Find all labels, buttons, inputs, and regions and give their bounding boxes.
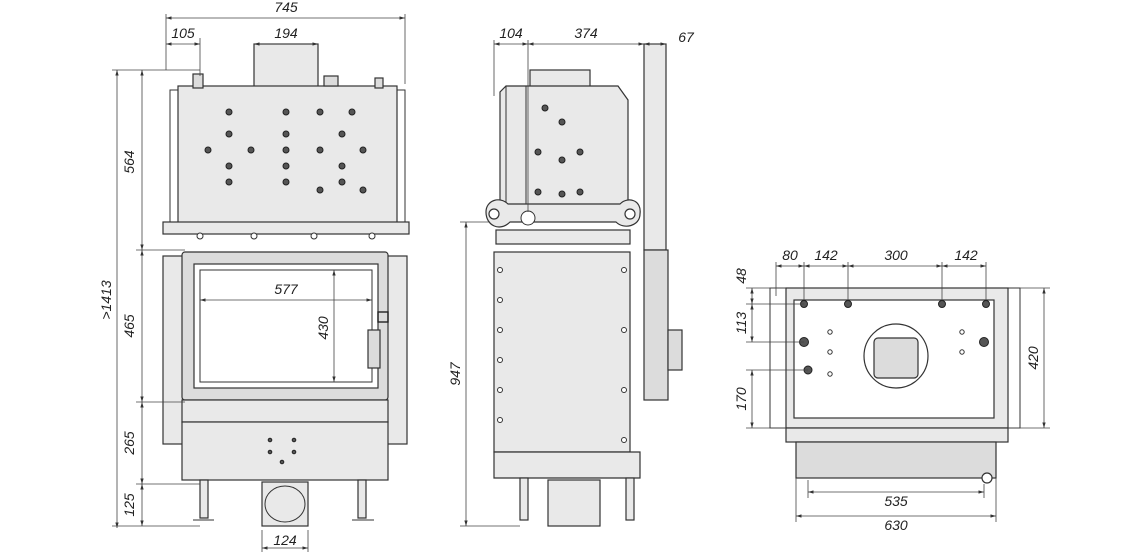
dim-x1: 80 bbox=[782, 247, 798, 263]
base-box bbox=[181, 421, 389, 481]
dim-x2: 142 bbox=[814, 247, 838, 263]
dim-legs: 125 bbox=[121, 493, 137, 517]
dim-height-to-top: 947 bbox=[447, 361, 463, 386]
air-inlet bbox=[261, 481, 309, 527]
dim-glass-width: 577 bbox=[274, 281, 299, 297]
side-leg-front bbox=[519, 477, 529, 521]
dim-depth-main: 374 bbox=[574, 25, 598, 41]
side-flange bbox=[495, 229, 631, 245]
exchanger-flange bbox=[162, 221, 410, 235]
dim-air-inlet: 124 bbox=[273, 532, 297, 548]
dim-x3: 300 bbox=[884, 247, 908, 263]
top-dimensions: 80 142 300 142 48 113 170 420 bbox=[733, 247, 1050, 533]
side-door-edge bbox=[643, 249, 669, 401]
dim-base-section: 265 bbox=[121, 431, 137, 456]
dim-left-offset: 105 bbox=[171, 25, 195, 41]
dim-y1: 48 bbox=[733, 268, 749, 284]
side-holes bbox=[534, 104, 584, 198]
dim-depth: 420 bbox=[1025, 346, 1041, 370]
side-view: 104 374 67 947 bbox=[447, 25, 695, 527]
top-view: 80 142 300 142 48 113 170 420 bbox=[733, 247, 1050, 533]
front-view: 745 105 194 >1413 564 465 265 125 bbox=[98, 0, 410, 552]
dim-depth-rear: 67 bbox=[678, 29, 695, 45]
side-exchanger bbox=[499, 85, 629, 207]
front-leg-right bbox=[357, 479, 367, 519]
base-holes bbox=[267, 437, 297, 465]
side-dimensions: 104 374 67 947 bbox=[447, 25, 695, 527]
dim-total-width: 745 bbox=[274, 0, 298, 15]
right-side-plate bbox=[386, 255, 408, 445]
top-knob bbox=[981, 472, 993, 484]
dim-glass-height: 430 bbox=[315, 316, 331, 340]
side-flue bbox=[529, 69, 591, 89]
side-body bbox=[493, 251, 631, 453]
side-pipe-connector bbox=[520, 210, 536, 226]
top-front-edge bbox=[785, 427, 1009, 443]
side-leg-rear bbox=[625, 477, 635, 521]
top-pipe-left bbox=[192, 73, 204, 89]
front-leg-left bbox=[199, 479, 209, 519]
dim-depth-front: 104 bbox=[499, 25, 523, 41]
dim-y3: 170 bbox=[733, 387, 749, 411]
side-rear-flue bbox=[643, 43, 667, 251]
left-side-plate bbox=[162, 255, 184, 445]
side-mount-ears bbox=[485, 199, 641, 228]
flange-bolts bbox=[196, 232, 376, 240]
top-holes bbox=[799, 300, 990, 377]
dim-inner-width: 535 bbox=[884, 493, 908, 509]
dim-x4: 142 bbox=[954, 247, 978, 263]
side-handle bbox=[667, 329, 683, 371]
glass-panel bbox=[193, 263, 379, 389]
door-bottom bbox=[181, 399, 389, 423]
front-dimensions: 745 105 194 >1413 564 465 265 125 bbox=[98, 0, 406, 552]
dim-top-section: 564 bbox=[121, 150, 137, 174]
top-door-frame bbox=[795, 441, 997, 479]
dim-door-section: 465 bbox=[121, 314, 137, 338]
side-air-inlet bbox=[547, 479, 601, 527]
exchanger-holes bbox=[204, 108, 367, 194]
dim-outer-width: 630 bbox=[884, 517, 908, 533]
dim-y2: 113 bbox=[733, 312, 749, 335]
top-pipe-right bbox=[374, 77, 384, 89]
dim-flue-width: 194 bbox=[274, 25, 298, 41]
dim-total-height: >1413 bbox=[98, 280, 114, 320]
door-handle bbox=[367, 329, 381, 369]
heat-exchanger-housing bbox=[177, 85, 398, 233]
side-body-bolts bbox=[497, 267, 627, 443]
side-base bbox=[493, 451, 641, 479]
flue-collar bbox=[253, 43, 319, 89]
